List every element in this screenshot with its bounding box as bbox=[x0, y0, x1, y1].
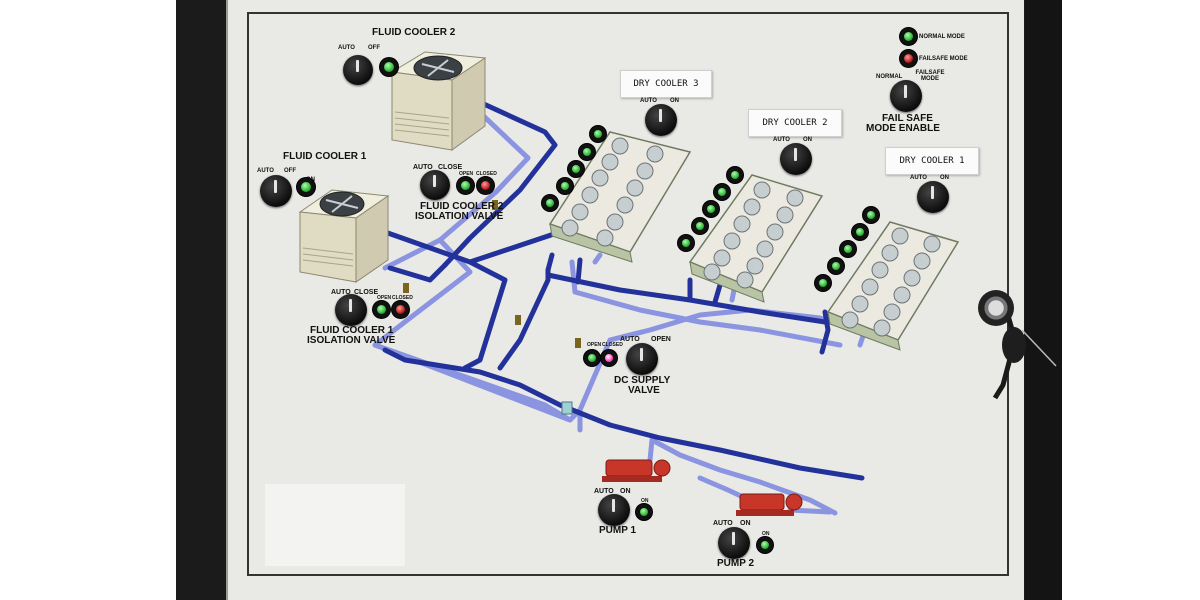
dc2-auto-label: AUTO bbox=[773, 137, 790, 143]
dry-cooler-2-graphic bbox=[688, 174, 824, 303]
dry-cooler-3-graphic bbox=[548, 131, 692, 263]
fluid-cooler-1-graphic bbox=[298, 189, 390, 283]
failsafe-normal-label: NORMAL bbox=[876, 74, 903, 80]
failsafe-mode-label: FAILSAFE MODE bbox=[919, 56, 968, 62]
pump-2-on-lamp bbox=[757, 537, 773, 553]
fc1-iso-title-1: FLUID COOLER 1 bbox=[310, 325, 394, 336]
dc3-fan-lamp bbox=[568, 161, 584, 177]
fc2-iso-title-2: ISOLATION VALVE bbox=[415, 211, 504, 222]
fc1-iso-closed-lamp bbox=[392, 301, 409, 318]
pump-2-auto-label: AUTO bbox=[713, 520, 733, 527]
fc2-iso-title-1: FLUID COOLER 2 bbox=[420, 201, 504, 212]
pump-1-selector-knob[interactable] bbox=[598, 494, 630, 526]
dc2-fan-lamp bbox=[727, 167, 743, 183]
fc1-iso-closed-label: CLOSED bbox=[392, 295, 413, 301]
dc1-selector-knob[interactable] bbox=[917, 181, 949, 213]
failsafe-title-2: MODE ENABLE bbox=[866, 123, 940, 134]
fc2-on-lamp bbox=[380, 58, 398, 76]
dry-cooler-2-tag: DRY COOLER 2 bbox=[748, 109, 842, 137]
pump-2-graphic bbox=[736, 493, 803, 516]
pump-1-graphic bbox=[602, 459, 671, 482]
pump-1-on-lamp bbox=[636, 504, 652, 520]
pump-2-on-label: ON bbox=[740, 520, 751, 527]
dc1-fan-lamp bbox=[852, 224, 868, 240]
dc-supply-open-lamp-label: OPEN bbox=[587, 342, 602, 348]
dc1-auto-label: AUTO bbox=[910, 175, 927, 181]
dc-supply-auto-label: AUTO bbox=[620, 336, 640, 343]
dc3-on-label: ON bbox=[670, 98, 679, 104]
dc3-fan-lamp bbox=[542, 195, 558, 211]
dc-supply-title-2: VALVE bbox=[628, 385, 660, 396]
fc1-off-label: OFF bbox=[284, 168, 296, 174]
fc1-on-lamp bbox=[297, 178, 315, 196]
dc-supply-open-switch-label: OPEN bbox=[651, 336, 671, 343]
dry-cooler-1-graphic bbox=[826, 221, 960, 351]
pump-1-on-label: ON bbox=[620, 488, 631, 495]
pump-2-lamp-label: ON bbox=[762, 531, 770, 537]
pump-1-auto-label: AUTO bbox=[594, 488, 614, 495]
dc2-fan-lamp bbox=[678, 235, 694, 251]
fluid-cooler-2-graphic bbox=[390, 51, 487, 151]
pump-2-selector-knob[interactable] bbox=[718, 527, 750, 559]
fc1-auto-label: AUTO bbox=[257, 168, 274, 174]
fluid-cooler-2-title: FLUID COOLER 2 bbox=[372, 27, 456, 38]
fc2-iso-open-label: OPEN bbox=[459, 171, 474, 177]
fc2-iso-auto-label: AUTO bbox=[413, 164, 433, 171]
fc1-iso-title-2: ISOLATION VALVE bbox=[307, 335, 396, 346]
dc2-selector-knob[interactable] bbox=[780, 143, 812, 175]
pump-2-title: PUMP 2 bbox=[717, 558, 755, 569]
dc3-fan-lamp bbox=[557, 178, 573, 194]
dc3-fan-lamp bbox=[579, 144, 595, 160]
failsafe-title-1: FAIL SAFE bbox=[882, 113, 933, 124]
dc1-on-label: ON bbox=[940, 175, 949, 181]
failsafe-selector-knob[interactable] bbox=[890, 80, 922, 112]
fc1-iso-auto-label: AUTO bbox=[331, 289, 351, 296]
dc-supply-title-1: DC SUPPLY bbox=[614, 375, 671, 386]
fc1-iso-open-label: OPEN bbox=[377, 295, 392, 301]
dc2-fan-lamp bbox=[692, 218, 708, 234]
dc1-fan-lamp bbox=[840, 241, 856, 257]
fc2-iso-close-label: CLOSE bbox=[438, 164, 463, 171]
cabinet-door-edge bbox=[1025, 0, 1062, 600]
dc1-fan-lamp bbox=[828, 258, 844, 274]
dc2-fan-lamp bbox=[703, 201, 719, 217]
dc-supply-selector-knob[interactable] bbox=[626, 343, 658, 375]
blank-label-area bbox=[265, 484, 405, 566]
normal-mode-label: NORMAL MODE bbox=[919, 34, 965, 40]
dc2-on-label: ON bbox=[803, 137, 812, 143]
dc-supply-open-lamp bbox=[584, 350, 600, 366]
failsafe-mode-lamp bbox=[900, 50, 917, 67]
dc1-fan-lamp bbox=[863, 207, 879, 223]
dc3-auto-label: AUTO bbox=[640, 98, 657, 104]
dc2-fan-lamp bbox=[714, 184, 730, 200]
dry-cooler-3-tag: DRY COOLER 3 bbox=[620, 70, 712, 98]
fc2-iso-closed-label: CLOSED bbox=[476, 171, 497, 177]
fc2-iso-closed-lamp bbox=[477, 177, 494, 194]
dry-cooler-1-tag: DRY COOLER 1 bbox=[885, 147, 979, 175]
fc2-iso-selector-knob[interactable] bbox=[420, 170, 450, 200]
fluid-cooler-1-title: FLUID COOLER 1 bbox=[283, 151, 367, 162]
fc1-iso-open-lamp bbox=[373, 301, 390, 318]
dc3-selector-knob[interactable] bbox=[645, 104, 677, 136]
failsafe-switch-label: FAILSAFE MODE bbox=[915, 70, 945, 83]
dc3-fan-lamp bbox=[590, 126, 606, 142]
dc-supply-closed-lamp bbox=[601, 350, 617, 366]
dc1-fan-lamp bbox=[815, 275, 831, 291]
key-graphic bbox=[992, 304, 1057, 400]
key-lock[interactable] bbox=[978, 290, 1014, 326]
fc2-auto-label: AUTO bbox=[338, 45, 355, 51]
pump-1-lamp-label: ON bbox=[641, 498, 649, 504]
normal-mode-lamp bbox=[900, 28, 917, 45]
fc2-selector-knob[interactable] bbox=[343, 55, 373, 85]
fc1-iso-selector-knob[interactable] bbox=[335, 294, 367, 326]
fc2-off-label: OFF bbox=[368, 45, 380, 51]
pump-1-title: PUMP 1 bbox=[599, 525, 637, 536]
dc-supply-closed-lamp-label: CLOSED bbox=[602, 342, 623, 348]
fc1-iso-close-label: CLOSE bbox=[354, 289, 379, 296]
fc1-selector-knob[interactable] bbox=[260, 175, 292, 207]
fc2-iso-open-lamp bbox=[457, 177, 474, 194]
